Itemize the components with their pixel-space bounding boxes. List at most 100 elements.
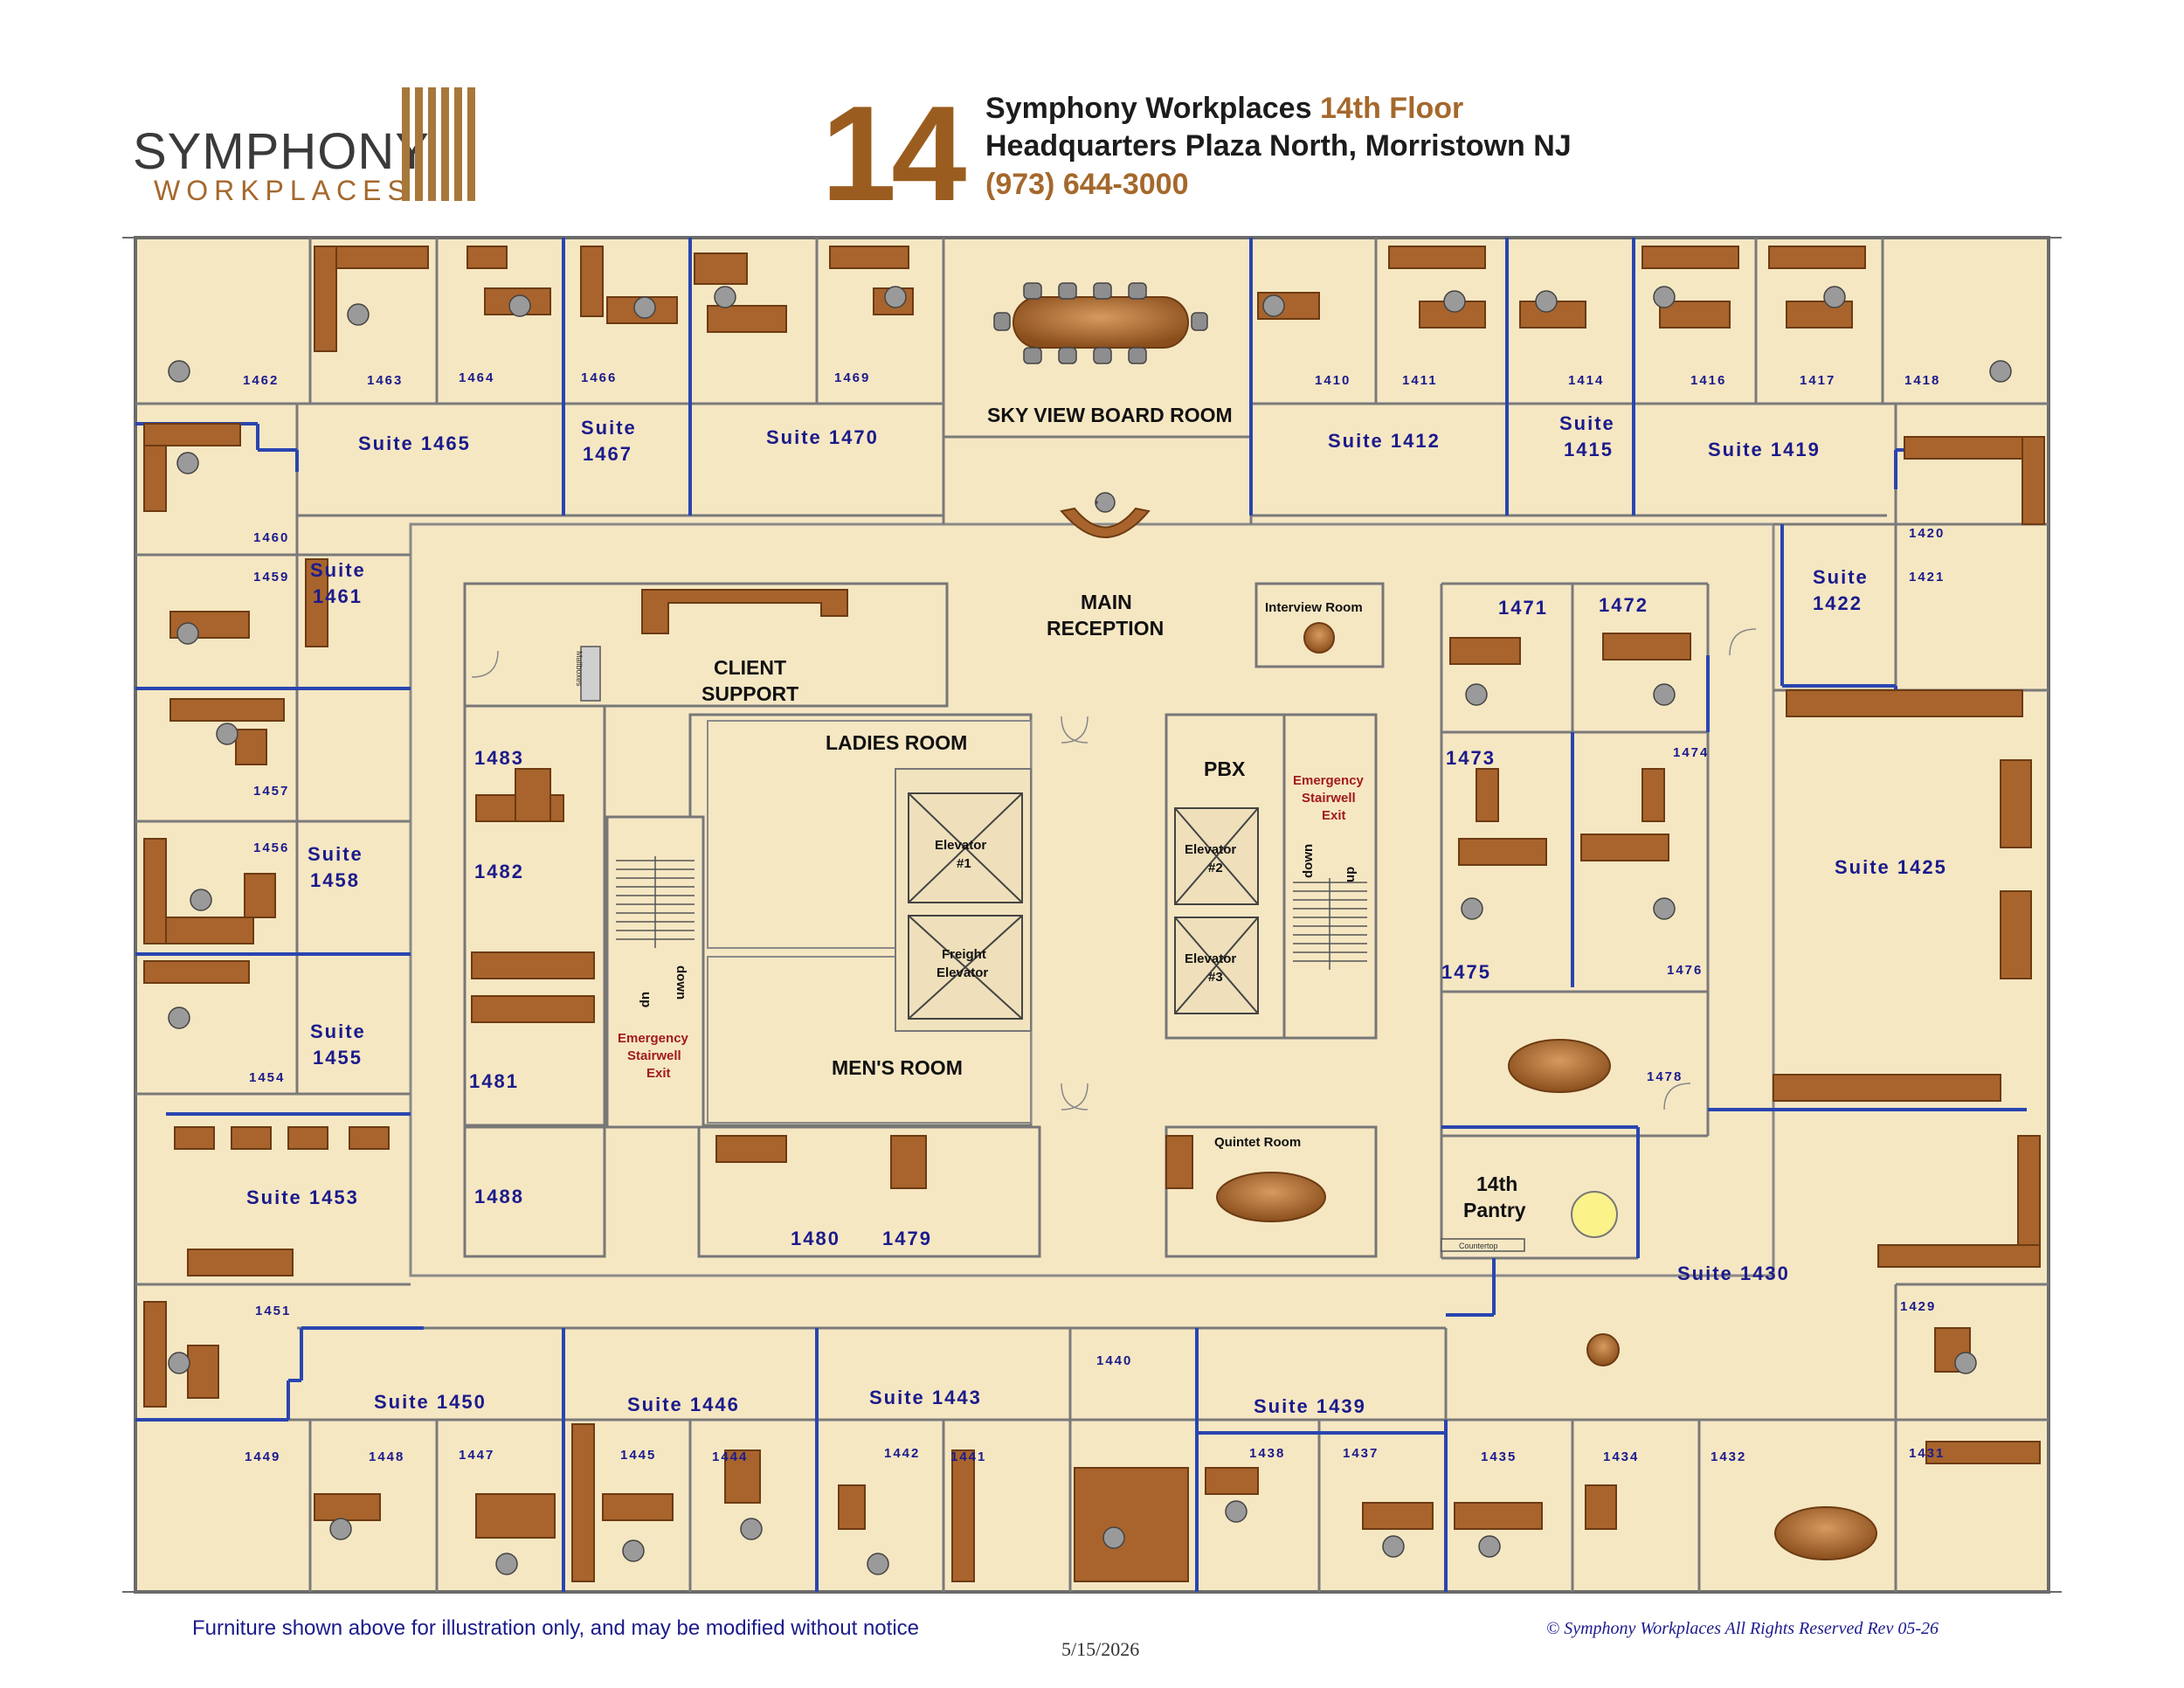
logo-line1: SYMPHONY — [133, 123, 430, 180]
room-1434: 1434 — [1603, 1449, 1639, 1464]
room-1456: 1456 — [253, 841, 289, 855]
stairs-left-down: down — [674, 965, 688, 1000]
office-chairs — [168, 286, 2012, 1575]
room-1435: 1435 — [1481, 1449, 1517, 1464]
room-1440: 1440 — [1096, 1353, 1132, 1368]
emergency-left-line1: Emergency — [618, 1031, 689, 1046]
room-1488: 1488 — [474, 1186, 524, 1207]
stairs-right — [1293, 878, 1367, 970]
floor-number: 14 — [821, 78, 966, 229]
quintet-table — [1216, 1172, 1326, 1222]
room-1429: 1429 — [1900, 1299, 1936, 1314]
client-support-line1: CLIENT — [714, 656, 786, 679]
main-reception-line2: RECEPTION — [1047, 617, 1164, 640]
room-1441: 1441 — [950, 1449, 986, 1464]
suite-1443: Suite 1443 — [869, 1387, 982, 1408]
room-1483: 1483 — [474, 747, 524, 769]
client-support-desk — [641, 589, 848, 634]
conference-table-1478 — [1508, 1039, 1611, 1093]
suite-1419: Suite 1419 — [1708, 439, 1821, 460]
room-1417: 1417 — [1800, 373, 1835, 388]
room-1466: 1466 — [581, 370, 617, 385]
room-1460: 1460 — [253, 530, 289, 545]
suite-1422-line1: Suite — [1813, 566, 1869, 588]
room-1416: 1416 — [1690, 373, 1726, 388]
quintet-room-label: Quintet Room — [1214, 1135, 1301, 1150]
footer-note: Furniture shown above for illustration o… — [192, 1616, 919, 1640]
room-1482: 1482 — [474, 861, 524, 882]
room-1476: 1476 — [1667, 963, 1703, 978]
emergency-left-line3: Exit — [646, 1066, 671, 1081]
suite-1412: Suite 1412 — [1328, 430, 1441, 452]
interview-room-label: Interview Room — [1265, 600, 1363, 615]
room-1488 — [463, 1125, 606, 1258]
client-support-line2: SUPPORT — [702, 682, 798, 705]
main-reception-line1: MAIN — [1081, 591, 1132, 613]
suite-1461-line1: Suite — [310, 559, 366, 581]
suite-1425: Suite 1425 — [1835, 856, 1947, 878]
emergency-left-line2: Stairwell — [627, 1048, 681, 1063]
room-1418: 1418 — [1904, 373, 1940, 388]
room-1437: 1437 — [1343, 1446, 1379, 1461]
suite-1458-line2: 1458 — [310, 869, 360, 891]
board-room-table — [993, 282, 1208, 364]
room-1432: 1432 — [1711, 1449, 1746, 1464]
stairs-left-up: up — [639, 992, 653, 1007]
elevator-3-line1: Elevator — [1185, 951, 1236, 966]
mailboxes — [580, 646, 601, 702]
company-name: Symphony Workplaces — [985, 92, 1312, 125]
suite-1470: Suite 1470 — [766, 426, 879, 448]
stairs-left — [616, 856, 695, 948]
doors — [471, 628, 1757, 1110]
room-1442: 1442 — [884, 1446, 920, 1461]
pantry-line1: 14th — [1476, 1173, 1517, 1195]
room-1449: 1449 — [245, 1449, 280, 1464]
room-1411: 1411 — [1402, 373, 1438, 388]
room-1410: 1410 — [1315, 373, 1351, 388]
pbx-label: PBX — [1204, 758, 1246, 780]
suite-1455-line1: Suite — [310, 1020, 366, 1042]
room-1464: 1464 — [459, 370, 494, 385]
reception-chair — [1095, 492, 1116, 513]
emergency-right-line1: Emergency — [1293, 773, 1365, 788]
suite-1453: Suite 1453 — [246, 1186, 359, 1208]
suite-1467-line2: 1467 — [583, 443, 632, 465]
stairs-right-down: down — [1301, 844, 1316, 878]
logo-line2: WORKPLACES — [154, 175, 412, 206]
stair-right — [1282, 713, 1378, 1040]
room-1463: 1463 — [367, 373, 403, 388]
room-1444: 1444 — [712, 1449, 748, 1464]
room-1420: 1420 — [1909, 526, 1945, 541]
room-1445: 1445 — [620, 1448, 656, 1463]
header-phone: (973) 644-3000 — [985, 168, 1189, 201]
freight-elevator-line2: Elevator — [936, 965, 988, 980]
pantry-line2: Pantry — [1463, 1199, 1526, 1221]
room-1481: 1481 — [469, 1070, 519, 1092]
footer-date: 5/15/2026 — [1061, 1638, 1140, 1660]
elevator-2-line2: #2 — [1208, 861, 1223, 875]
countertop — [1441, 1238, 1525, 1252]
room-1474: 1474 — [1673, 745, 1709, 760]
interview-table — [1303, 622, 1335, 654]
suite-1422-line2: 1422 — [1813, 592, 1863, 614]
emergency-right-line3: Exit — [1322, 808, 1346, 823]
freight-elevator-line1: Freight — [942, 947, 986, 962]
conference-table-1432 — [1774, 1506, 1877, 1560]
suite-1450: Suite 1450 — [374, 1391, 487, 1413]
room-1480: 1480 — [791, 1228, 840, 1249]
footer-copyright: © Symphony Workplaces All Rights Reserve… — [1546, 1619, 1939, 1638]
suite-1415-line2: 1415 — [1564, 439, 1614, 460]
room-1438: 1438 — [1249, 1446, 1285, 1461]
suite-walls — [135, 238, 2027, 1592]
client-support-room — [463, 582, 949, 708]
room-1471: 1471 — [1498, 597, 1548, 619]
room-1431: 1431 — [1909, 1446, 1945, 1461]
mailboxes-label: Mailboxes — [575, 651, 584, 687]
suite-1461-line2: 1461 — [313, 585, 363, 607]
room-1475: 1475 — [1441, 961, 1491, 983]
suite-1430-table — [1586, 1333, 1620, 1366]
reception-desk — [1060, 507, 1151, 538]
suite-1430: Suite 1430 — [1677, 1263, 1790, 1284]
suite-1455-line2: 1455 — [313, 1047, 363, 1069]
